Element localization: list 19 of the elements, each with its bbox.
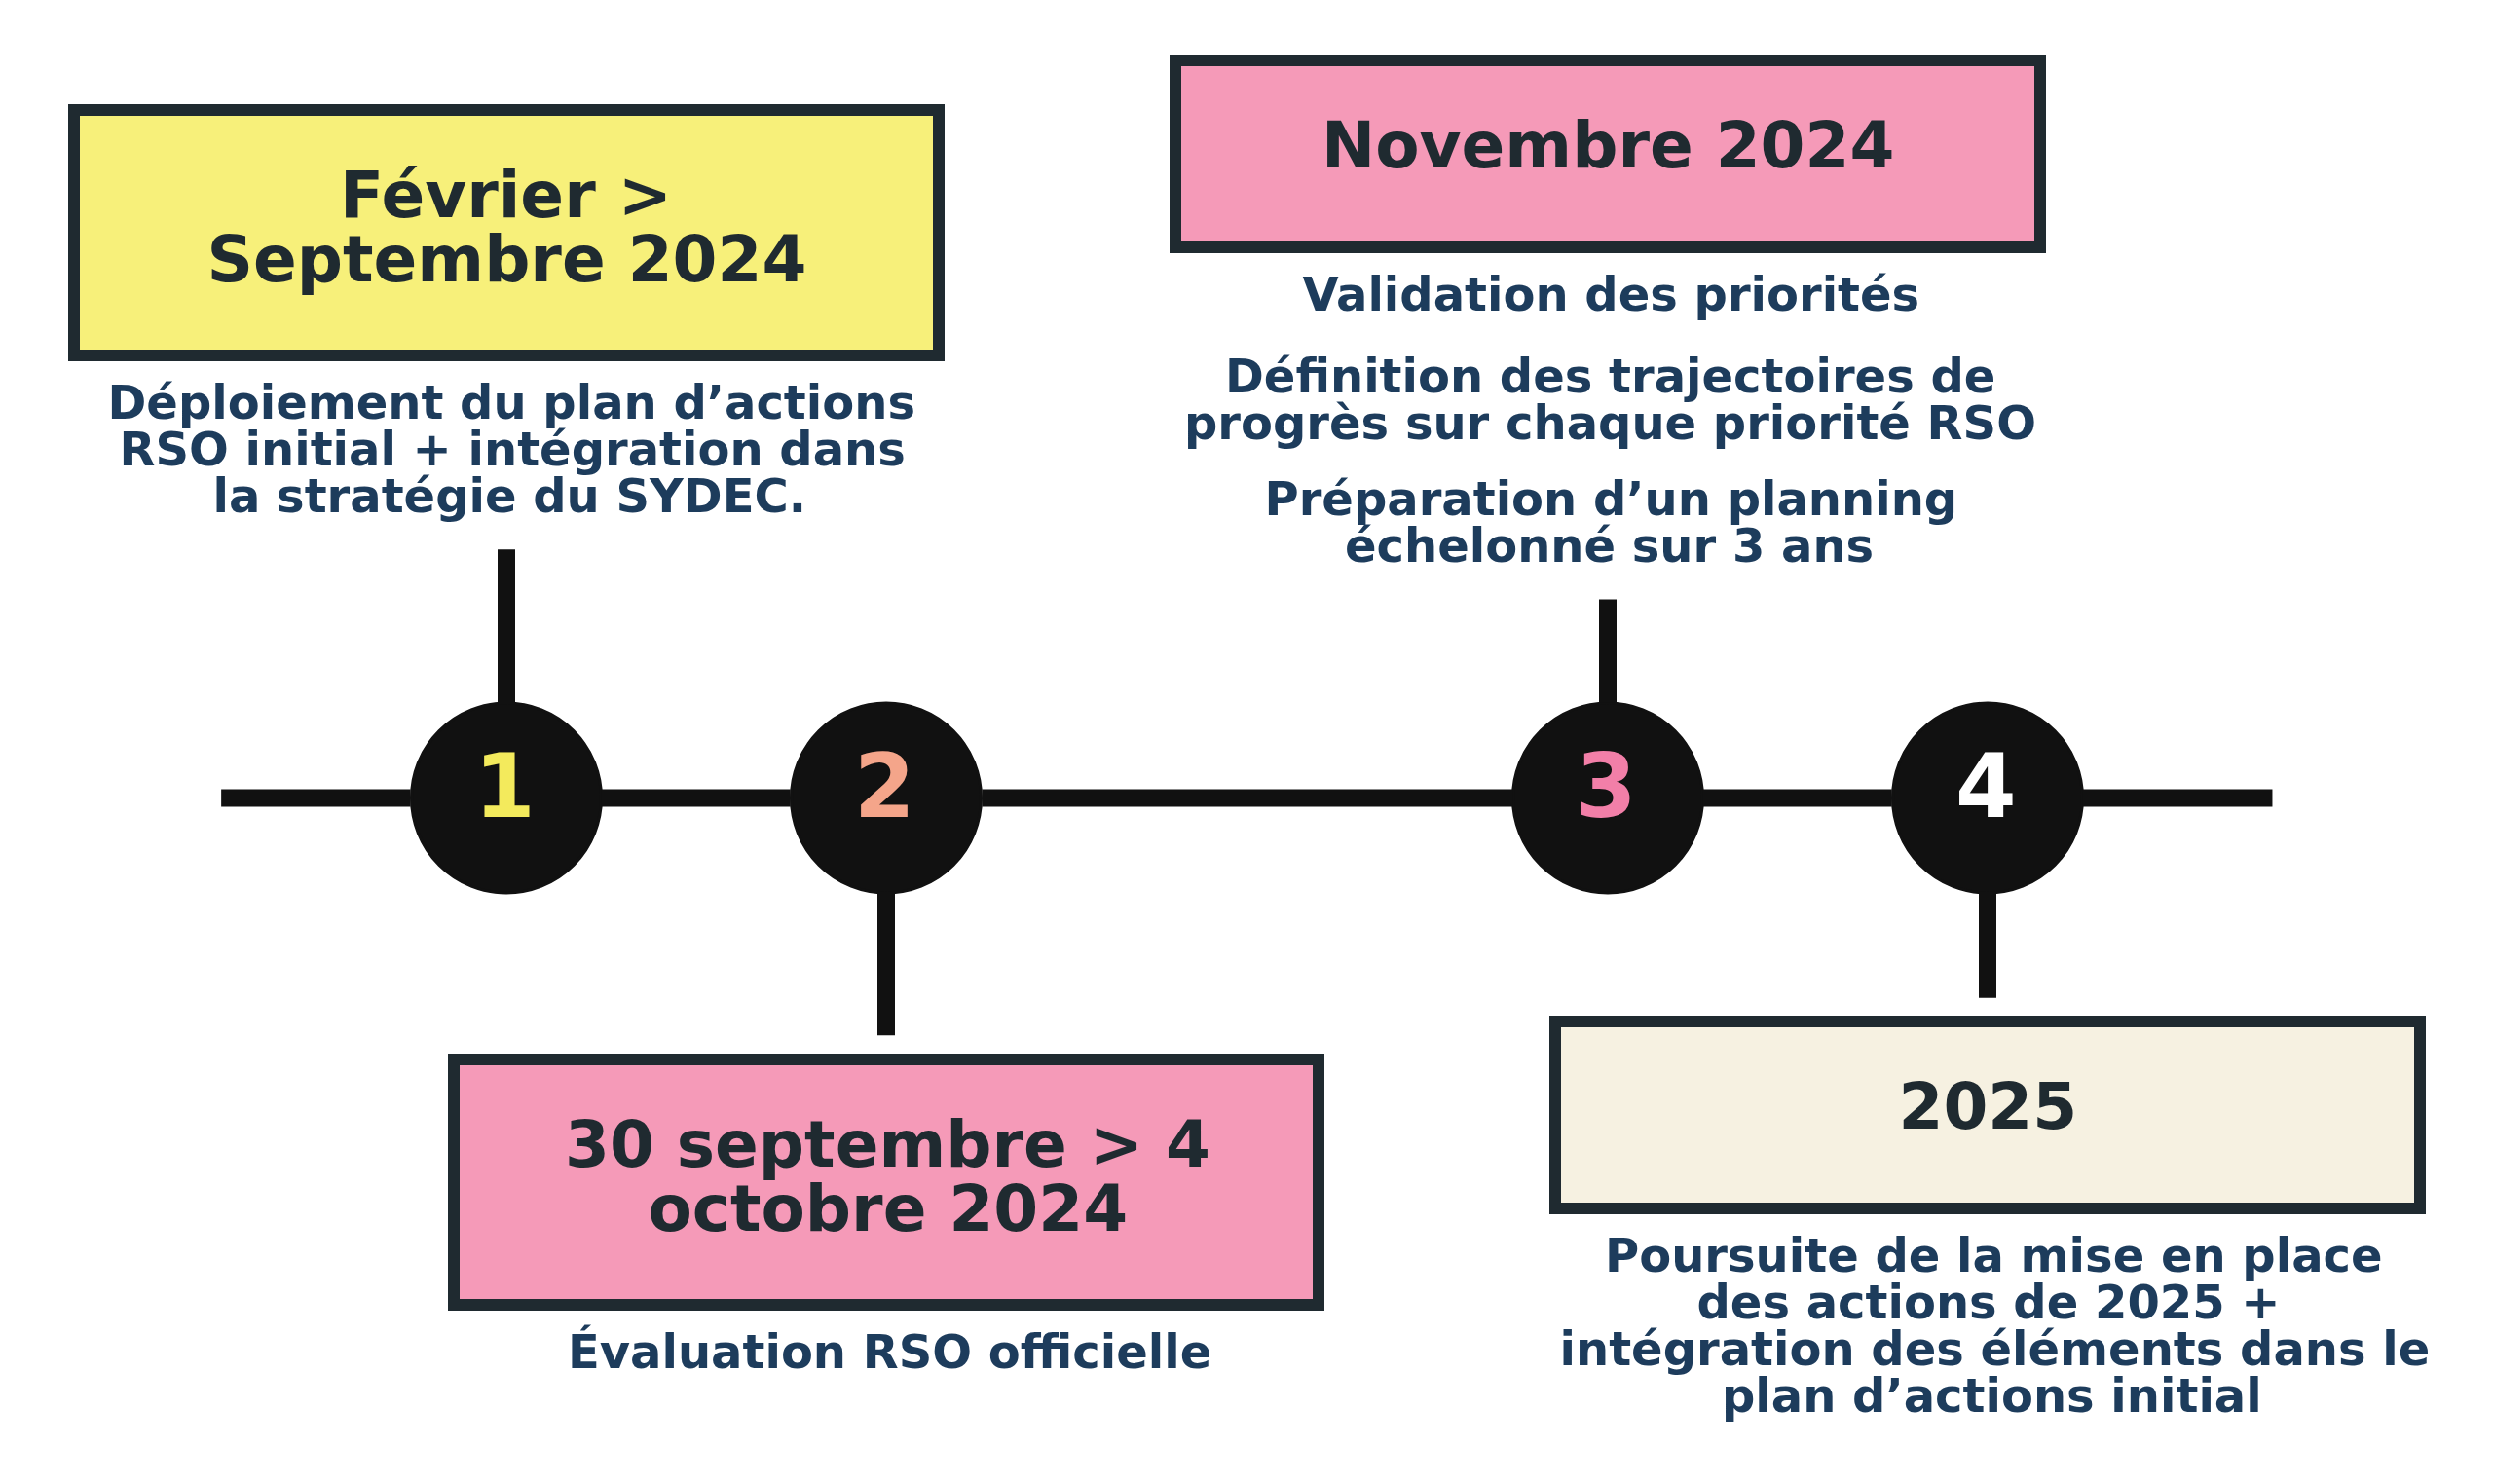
node-circle: 2 bbox=[789, 701, 983, 894]
node-circle: 4 bbox=[1890, 701, 2084, 894]
node-label: Validation des priorités bbox=[1302, 266, 1919, 321]
node-label: Évaluation RSO officielle bbox=[567, 1323, 1211, 1379]
node-label: Préparation d’un planning échelonné sur 3 ans bbox=[1264, 470, 1957, 573]
connector bbox=[1598, 598, 1617, 703]
connector bbox=[2082, 789, 2272, 806]
node-label: Poursuite de la mise en place des actions de 2025 + intégration des éléments dans le plan d’actions initial bbox=[1559, 1227, 2430, 1423]
node-label: Déploiement du plan d’actions RSO initial + intégration dans la stratégie du SYDEC. bbox=[107, 374, 915, 523]
connector bbox=[601, 789, 791, 806]
connector bbox=[497, 548, 515, 702]
connector bbox=[876, 893, 895, 1035]
node-circle: 3 bbox=[1510, 701, 1704, 894]
connector bbox=[981, 789, 1512, 806]
connector bbox=[1702, 789, 1892, 806]
node-circle: 1 bbox=[409, 701, 603, 894]
node-label: Définition des trajectoires de progrès sur chaque priorité RSO bbox=[1183, 348, 2036, 450]
connector bbox=[220, 789, 411, 806]
connector bbox=[1978, 893, 1996, 998]
